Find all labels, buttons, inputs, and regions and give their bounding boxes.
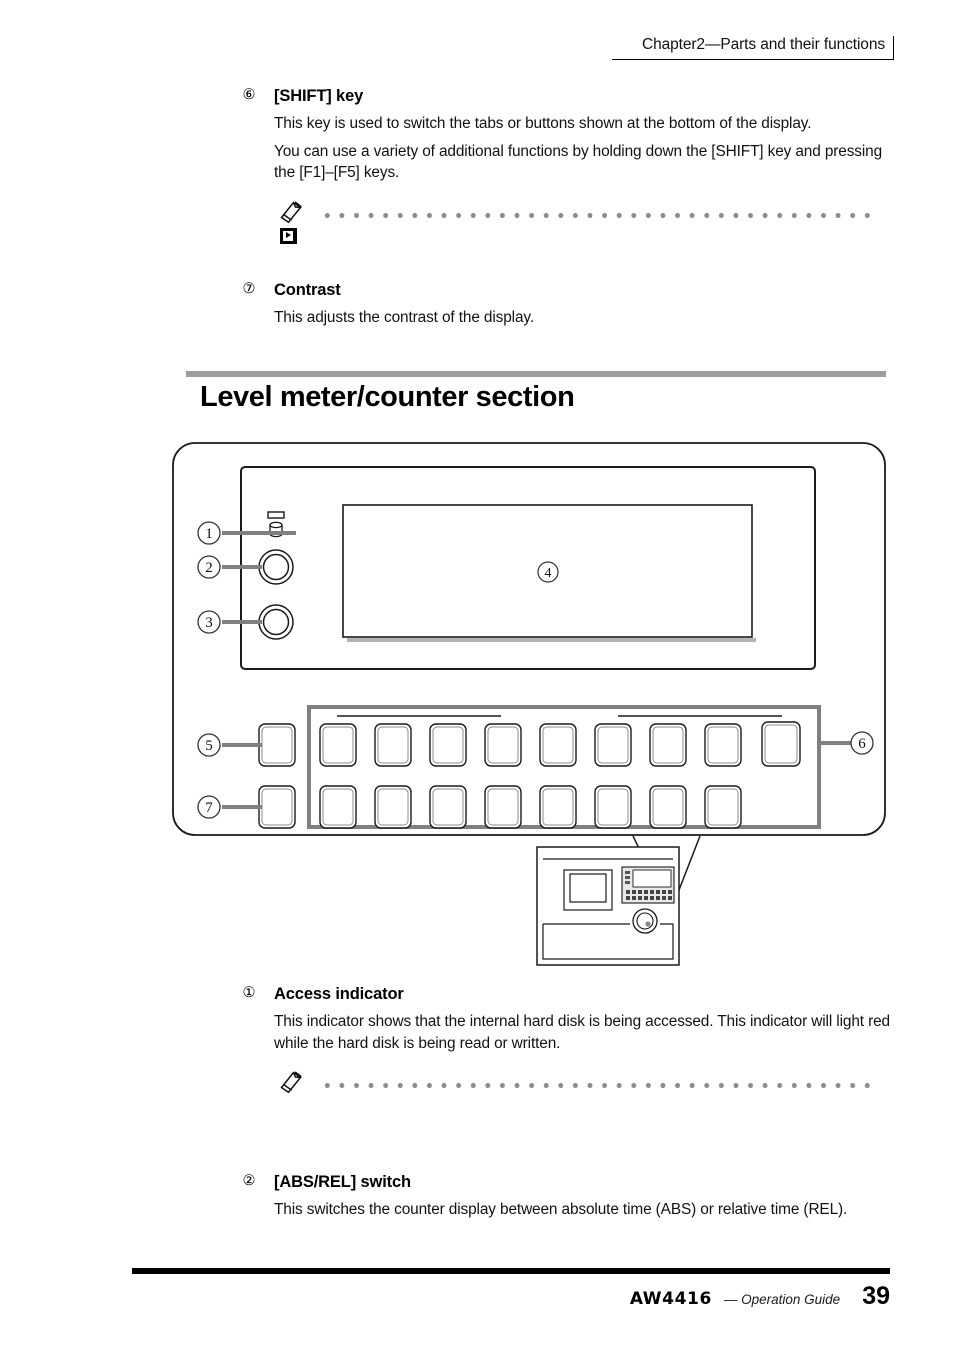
dotted-rule — [320, 1083, 878, 1088]
entry-title: [SHIFT] key — [274, 87, 364, 105]
thumbnail-led — [625, 871, 630, 874]
key-button-inset — [261, 788, 293, 826]
footer-rule — [132, 1268, 890, 1274]
dotted-rule — [320, 213, 878, 218]
callout-label: 7 — [205, 800, 213, 816]
display-screen — [342, 504, 753, 638]
pencil-icon — [278, 198, 304, 224]
page-number: 39 — [862, 1282, 890, 1310]
entry-title: [ABS/REL] switch — [274, 1173, 411, 1191]
entry-number: ⑦ — [242, 281, 256, 297]
key-button-inset — [322, 726, 354, 764]
key-button-inset — [487, 726, 519, 764]
callout-5: 5 — [197, 733, 221, 757]
key-button-inset — [377, 788, 409, 826]
pencil-icon — [278, 1068, 304, 1094]
callout-6: 6 — [850, 731, 874, 755]
note-block — [278, 1068, 878, 1114]
play-icon — [280, 228, 297, 244]
callout-label: 1 — [205, 526, 213, 542]
entry-paragraph: You can use a variety of additional func… — [274, 142, 883, 182]
key-button-inset — [597, 788, 629, 826]
display-shadow — [347, 638, 756, 642]
key-button-inset — [487, 788, 519, 826]
callout-7: 7 — [197, 795, 221, 819]
thumbnail-level-meter-display — [632, 869, 672, 888]
entry-shift-key: ⑥ [SHIFT] key This key is used to switch… — [238, 86, 898, 184]
running-header: Chapter2—Parts and their functions — [612, 36, 894, 60]
thumbnail-led — [625, 881, 630, 884]
key-button-inset — [542, 788, 574, 826]
key-button-inset — [652, 726, 684, 764]
key-button-inset — [432, 726, 464, 764]
key-button-inset — [261, 726, 293, 764]
key-button-inset — [322, 788, 354, 826]
product-logo: AW4416 — [629, 1289, 712, 1309]
entry-paragraph: This key is used to switch the tabs or b… — [274, 114, 812, 132]
key-matrix-bottom-row — [319, 785, 742, 829]
thumbnail-jog-dot — [645, 921, 651, 927]
thumbnail-fader-area — [542, 923, 674, 960]
figure-svg: 1 2 3 4 5 6 7 — [172, 442, 886, 966]
section-title: Level meter/counter section — [200, 381, 575, 413]
callout-4: 4 — [537, 561, 559, 583]
callout-label: 5 — [205, 738, 213, 754]
access-indicator-led — [267, 511, 285, 519]
key-button-inset — [652, 788, 684, 826]
footer: AW4416 — Operation Guide 39 — [630, 1282, 890, 1311]
abs-rel-switch-inner[interactable] — [262, 553, 290, 581]
note-block — [278, 198, 878, 244]
entry-access-indicator: ① Access indicator This indicator shows … — [238, 984, 898, 1054]
entry-title: Access indicator — [274, 985, 404, 1003]
key-button-inset — [377, 726, 409, 764]
key-button-inset — [764, 724, 798, 764]
counter-reset-switch-inner[interactable] — [262, 608, 290, 636]
key-button-inset — [707, 726, 739, 764]
entry-paragraph: This indicator shows that the internal h… — [274, 1012, 890, 1052]
key-button-inset — [542, 726, 574, 764]
entry-number: ⑥ — [242, 87, 256, 103]
callout-label: 6 — [858, 736, 866, 752]
callout-2: 2 — [197, 555, 221, 579]
level-meter-section-figure: 1 2 3 4 5 6 7 — [0, 430, 954, 980]
entry-title: Contrast — [274, 281, 341, 299]
key-button-inset — [707, 788, 739, 826]
callout-label: 4 — [545, 566, 552, 581]
device-thumbnail — [536, 846, 680, 966]
thumbnail-jog-wheel-inner — [636, 912, 654, 930]
key-button-inset — [597, 726, 629, 764]
entry-abs-rel-switch: ② [ABS/REL] switch This switches the cou… — [238, 1172, 898, 1221]
left-key-column — [258, 723, 296, 829]
thumbnail-led — [625, 876, 630, 879]
entry-paragraph: This switches the counter display betwee… — [274, 1200, 848, 1218]
entry-paragraph: This adjusts the contrast of the display… — [274, 308, 534, 326]
key-button-inset — [432, 788, 464, 826]
entry-number: ② — [242, 1173, 256, 1189]
callout-1: 1 — [197, 521, 221, 545]
thumbnail-main-display-inner — [569, 873, 607, 903]
callout-label: 2 — [205, 560, 213, 576]
entry-contrast: ⑦ Contrast This adjusts the contrast of … — [238, 280, 898, 329]
thumbnail-key-matrix — [626, 890, 672, 900]
callout-label: 3 — [205, 615, 213, 631]
callout-3: 3 — [197, 610, 221, 634]
hard-disk-icon-top — [269, 521, 283, 529]
entry-number: ① — [242, 985, 256, 1001]
footer-guide-label: — Operation Guide — [723, 1292, 841, 1307]
section-rule — [186, 371, 886, 377]
key-matrix-top-row — [319, 721, 801, 767]
